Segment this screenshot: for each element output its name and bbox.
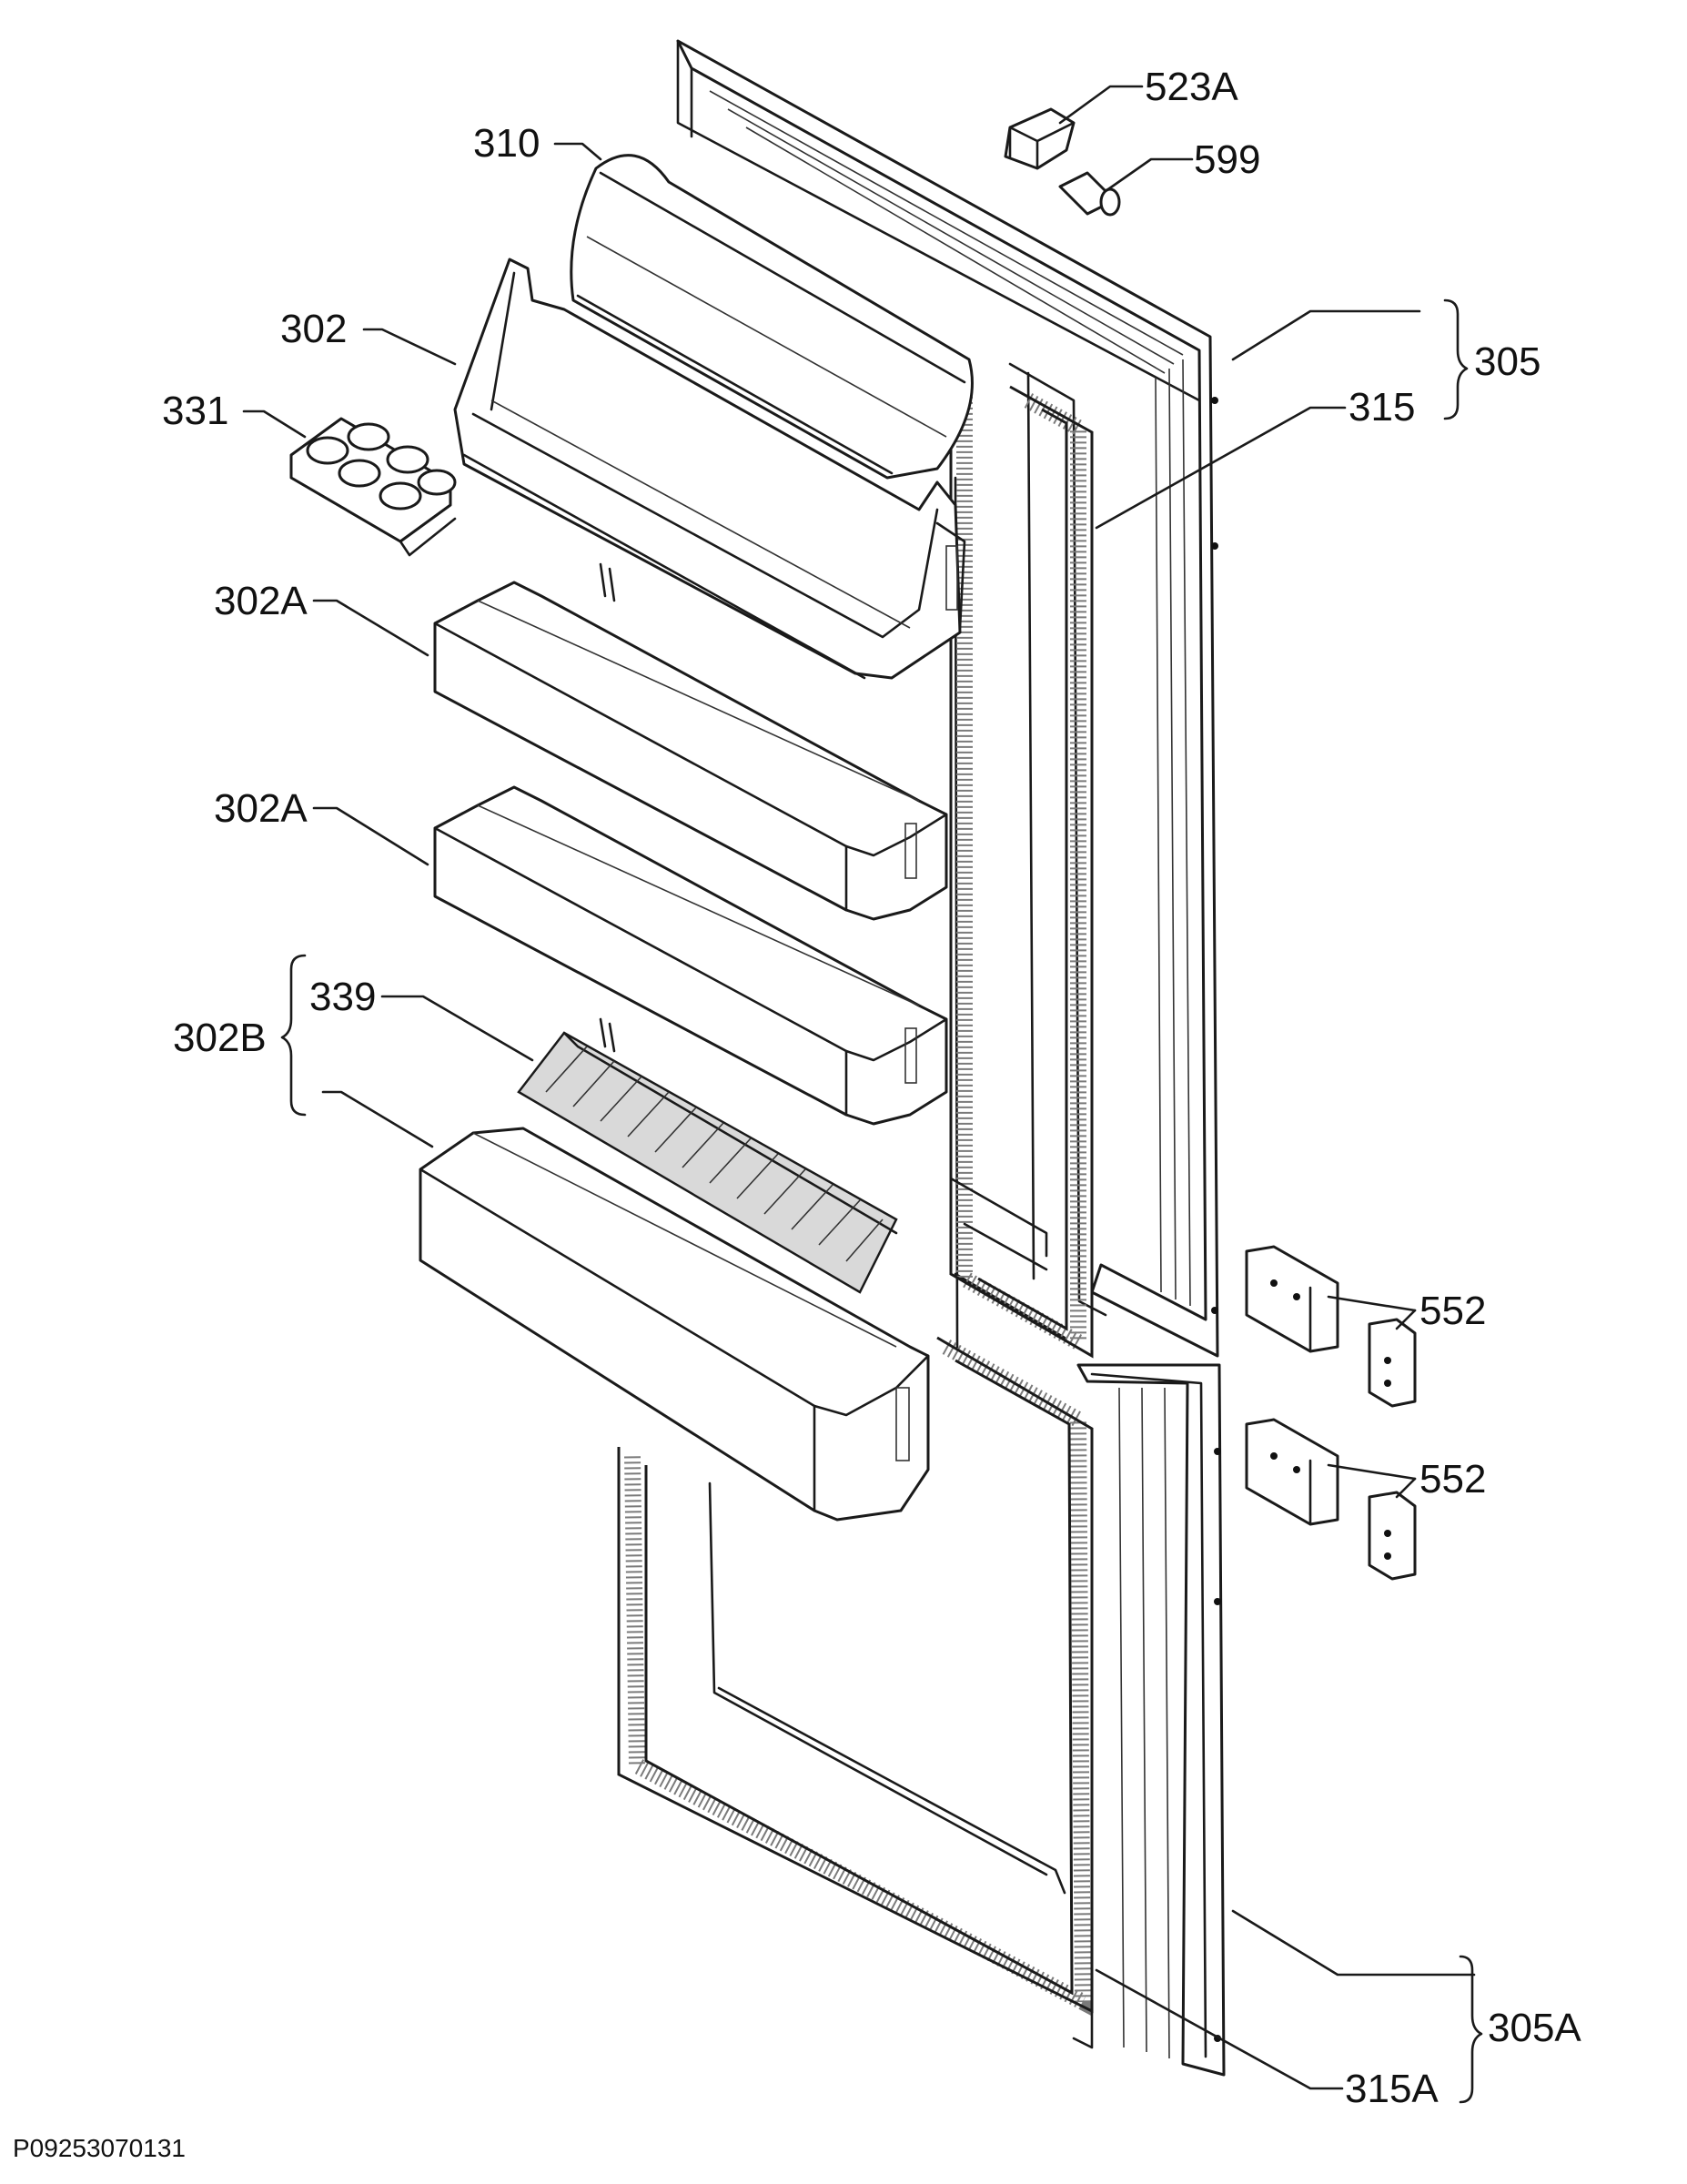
part-302b-bottle-shelf [419, 1127, 930, 1522]
label-302: 302 [280, 307, 347, 351]
label-552-upper: 552 [1419, 1289, 1486, 1333]
document-id: P09253070131 [13, 2134, 186, 2162]
brace-302b [280, 954, 307, 1117]
egg-cup [306, 422, 457, 511]
brace-305 [1443, 298, 1469, 420]
label-302a-2: 302A [214, 786, 308, 831]
part-599-bushing [1058, 171, 1121, 217]
label-302b: 302B [173, 1016, 267, 1060]
label-305a: 305A [1488, 2006, 1581, 2050]
label-339: 339 [309, 975, 376, 1019]
leader-lines [242, 85, 1476, 2090]
part-552-hinge-upper [1245, 1245, 1417, 1408]
label-310: 310 [473, 121, 540, 166]
part-523a-clip [1004, 107, 1076, 170]
label-331: 331 [162, 389, 228, 433]
label-305: 305 [1474, 339, 1541, 384]
label-315a: 315A [1345, 2067, 1439, 2111]
label-302a-1: 302A [214, 579, 308, 623]
label-315: 315 [1349, 385, 1415, 430]
label-599: 599 [1194, 137, 1260, 182]
part-310-dairy-flap [570, 154, 974, 480]
brace-305a [1459, 1955, 1483, 2104]
part-302a-shelf-1 [433, 581, 948, 921]
lower-door-305a [617, 1336, 1226, 2077]
part-302-top-shelf [453, 258, 966, 680]
part-labels: 523A 599 310 302 331 302A 302A 339 302B … [13, 65, 1581, 2162]
label-552-lower: 552 [1419, 1457, 1486, 1502]
part-339-bottle-rack [517, 1031, 898, 1294]
label-523a: 523A [1145, 65, 1238, 109]
part-302a-shelf-2 [433, 785, 948, 1126]
part-331-egg-tray [289, 417, 457, 557]
part-552-hinge-lower [1245, 1418, 1417, 1581]
